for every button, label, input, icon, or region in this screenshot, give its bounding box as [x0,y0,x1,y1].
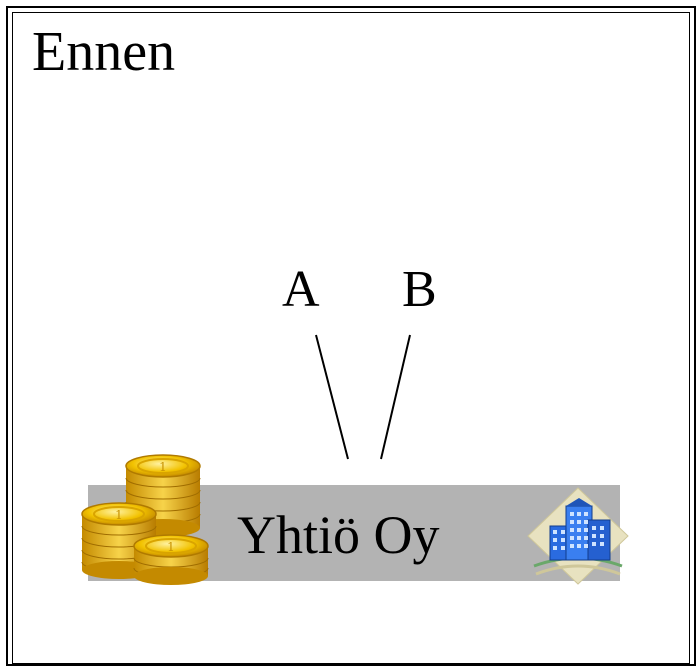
owner-b-label: B [402,261,437,318]
office-building-icon [527,487,629,585]
svg-text:1: 1 [167,540,175,554]
diagram-title: Ennen [32,21,176,83]
svg-text:1: 1 [115,508,123,522]
link-a-to-company [315,334,349,460]
svg-text:1: 1 [159,460,167,474]
company-label: Yhtiö Oy [237,505,440,565]
owner-a-label: A [282,261,320,318]
outer-frame [6,6,696,666]
link-b-to-company [380,334,411,460]
coin-stack-icon: 1 1 1 [81,454,209,585]
inner-frame [12,12,690,664]
